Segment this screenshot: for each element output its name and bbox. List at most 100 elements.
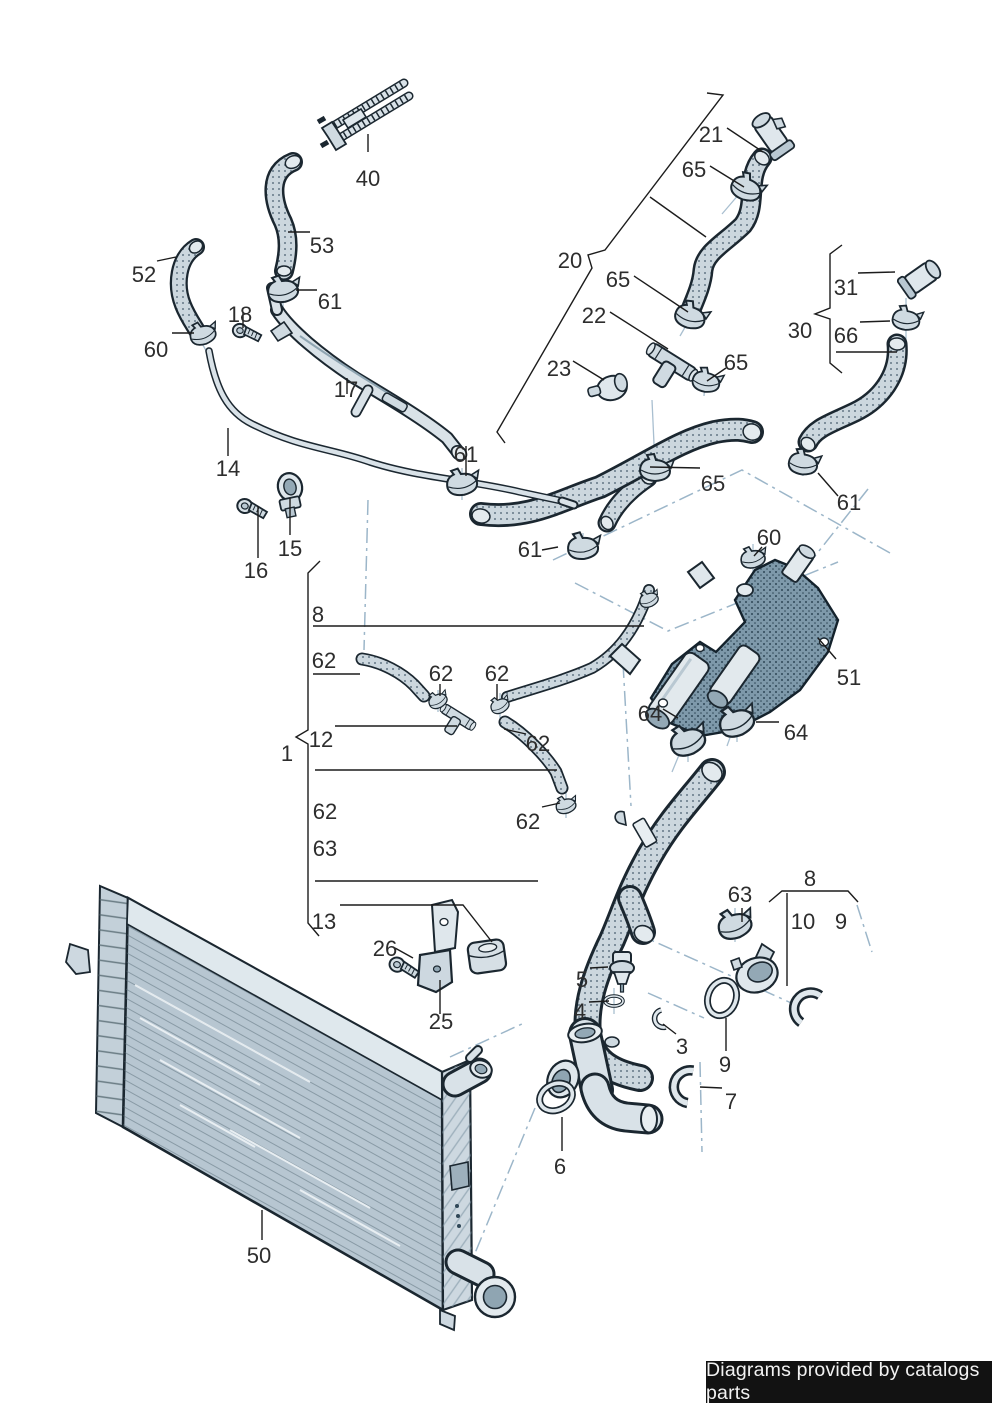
- bolt-16: [234, 496, 270, 520]
- hose-62-left: [362, 659, 424, 696]
- grommet-13: [466, 938, 508, 975]
- clip-10: [788, 986, 820, 1022]
- radiator-tank-bracket: [449, 1161, 470, 1191]
- clamp-61-low: [564, 528, 605, 562]
- part-label-13-38: 13: [312, 909, 336, 934]
- part-label-63-37: 63: [313, 836, 337, 861]
- part-label-26-39: 26: [373, 936, 397, 961]
- part-label-63-43: 63: [728, 882, 752, 907]
- part-label-62-36: 62: [516, 809, 540, 834]
- part-label-10-45: 10: [791, 909, 815, 934]
- part-label-66-23: 66: [834, 323, 858, 348]
- part-label-65-16: 65: [724, 350, 748, 375]
- clamp-66: [890, 303, 925, 332]
- fittings: [276, 112, 942, 1135]
- part-label-8-28: 8: [312, 602, 324, 627]
- part-label-65-19: 65: [701, 471, 725, 496]
- hose-20-upper: [692, 148, 772, 307]
- o-ring-6: [536, 1079, 576, 1115]
- hose-52: [179, 238, 205, 336]
- thermostat-housing-51: [608, 544, 840, 738]
- pipe-17-tab: [269, 320, 294, 343]
- part-label-61-18: 61: [518, 537, 542, 562]
- part-label-1-33: 1: [281, 741, 293, 766]
- connector-31: [896, 259, 942, 300]
- part-label-65-12: 65: [682, 157, 706, 182]
- hose-main-y: [587, 758, 725, 1078]
- part-label-12-32: 12: [309, 727, 333, 752]
- part-label-30-22: 30: [788, 318, 812, 343]
- part-labels: 40 53 5 26 1 18 60 17 14 15 16 20 21 65 6 52 22 3 65 61 61 65…: [132, 122, 861, 1268]
- part-label-3-47: 3: [676, 1034, 688, 1059]
- part-label-6-50: 6: [554, 1154, 566, 1179]
- part-label-9-46: 9: [835, 909, 847, 934]
- clamp-65-b: [671, 296, 714, 334]
- clamp-61-mid: [443, 463, 484, 499]
- radiator-top-port: [441, 1045, 493, 1098]
- part-label-65-13: 65: [606, 267, 630, 292]
- o-ring-9: [703, 976, 741, 1020]
- part-label-4-42: 4: [574, 999, 586, 1024]
- bracket-25: [416, 898, 460, 994]
- part-label-51-25: 51: [837, 665, 861, 690]
- part-label-21-11: 21: [699, 122, 723, 147]
- part-label-64-27: 64: [784, 720, 808, 745]
- clamp-63: [712, 900, 761, 945]
- footer-credit-bar: Diagrams provided by catalogs parts: [706, 1359, 992, 1403]
- leader-lines: [156, 92, 897, 1240]
- part-label-7-49: 7: [725, 1089, 737, 1114]
- part-label-20-10: 20: [558, 248, 582, 273]
- part-label-62-30: 62: [429, 661, 453, 686]
- coolant-flange-10: [729, 942, 779, 994]
- part-label-17-6: 17: [334, 377, 358, 402]
- part-label-14-7: 14: [216, 456, 240, 481]
- part-label-40-0: 40: [356, 166, 380, 191]
- part-label-61-20: 61: [837, 490, 861, 515]
- part-label-50-51: 50: [247, 1243, 271, 1268]
- radiator-side-clip: [65, 942, 91, 975]
- part-label-60-5: 60: [144, 337, 168, 362]
- pipe-17: [266, 282, 468, 462]
- clip-3: [653, 1010, 666, 1029]
- water-flange-elbow: [546, 1017, 664, 1135]
- group-bracket-8: [768, 890, 859, 903]
- part-label-8-44: 8: [804, 866, 816, 891]
- group-bracket-30: [812, 244, 843, 374]
- part-label-22-14: 22: [582, 303, 606, 328]
- part-label-62-31: 62: [485, 661, 509, 686]
- radiator: [65, 884, 517, 1332]
- hose-53: [274, 153, 302, 276]
- hose-hook-clip: [614, 810, 627, 827]
- part-label-64-26: 64: [638, 701, 662, 726]
- radiator-bottom-port: [444, 1248, 517, 1319]
- connector-21: [751, 112, 796, 162]
- part-label-16-9: 16: [244, 558, 268, 583]
- part-label-52-2: 52: [132, 262, 156, 287]
- part-label-9-48: 9: [719, 1052, 731, 1077]
- part-label-62-29: 62: [312, 648, 336, 673]
- sensor-23: [587, 372, 628, 402]
- part-label-31-21: 31: [834, 275, 858, 300]
- footer-credit-text: Diagrams provided by catalogs parts: [706, 1359, 980, 1403]
- part-label-25-40: 25: [429, 1009, 453, 1034]
- part-label-62-34: 62: [526, 731, 550, 756]
- hose-clip-band: [632, 817, 658, 848]
- sensor-5: [609, 951, 635, 993]
- t-piece-22: [632, 340, 701, 401]
- group-bracket-20: [496, 92, 725, 444]
- part-label-5-41: 5: [576, 967, 588, 992]
- part-label-61-17: 61: [454, 442, 478, 467]
- hose-middle: [471, 421, 763, 524]
- hose-8: [507, 590, 649, 697]
- part-label-60-24: 60: [757, 525, 781, 550]
- pipes: [209, 78, 579, 510]
- clip-7: [671, 1068, 693, 1103]
- group-bracket-1: [294, 560, 321, 937]
- part-label-18-4: 18: [228, 302, 252, 327]
- part-label-15-8: 15: [278, 536, 302, 561]
- part-label-53-1: 53: [310, 233, 334, 258]
- part-label-61-3: 61: [318, 289, 342, 314]
- pipe-14: [209, 351, 579, 510]
